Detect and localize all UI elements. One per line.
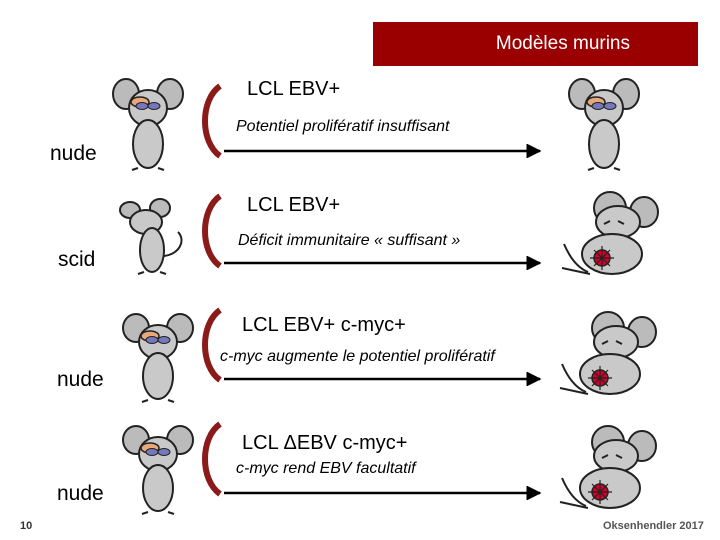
page-title: Modèles murins [495,33,630,54]
sick-mouse-with-tumor-icon [559,311,657,395]
author-credit: Oksenhendler 2017 [603,520,704,532]
injection-label: LCL EBV+ [247,194,341,216]
injection-label: LCL ΔEBV c-myc+ [242,432,408,454]
sick-mouse-with-tumor-icon [561,191,659,275]
injection-curve [202,421,222,497]
injection-label: LCL EBV+ c-myc+ [242,314,406,336]
scid-mouse-icon [119,198,183,275]
outcome-arrow [224,372,542,386]
standing-mouse-icon [122,313,194,403]
outcome-arrow [224,486,542,500]
effect-label: c-myc augmente le potentiel prolifératif [220,348,495,365]
outcome-arrow [224,144,542,158]
sick-mouse-with-tumor-icon [559,425,657,509]
injection-curve [202,83,222,159]
effect-label: Déficit immunitaire « suffisant » [238,232,461,249]
standing-mouse-icon [568,78,640,171]
standing-mouse-icon [122,425,194,515]
strain-label-nude: nude [57,368,104,391]
strain-label-nude: nude [50,142,97,165]
page-number: 10 [20,520,33,532]
effect-label: c-myc rend EBV facultatif [236,460,416,477]
strain-label-scid: scid [58,248,96,271]
injection-curve [202,193,222,269]
effect-label: Potentiel prolifératif insuffisant [236,118,450,135]
title-banner: Modèles murins [373,22,698,66]
standing-mouse-icon [112,78,184,171]
injection-curve [202,307,222,383]
outcome-arrow [224,256,542,270]
strain-label-nude: nude [57,482,104,505]
injection-label: LCL EBV+ [247,78,341,100]
